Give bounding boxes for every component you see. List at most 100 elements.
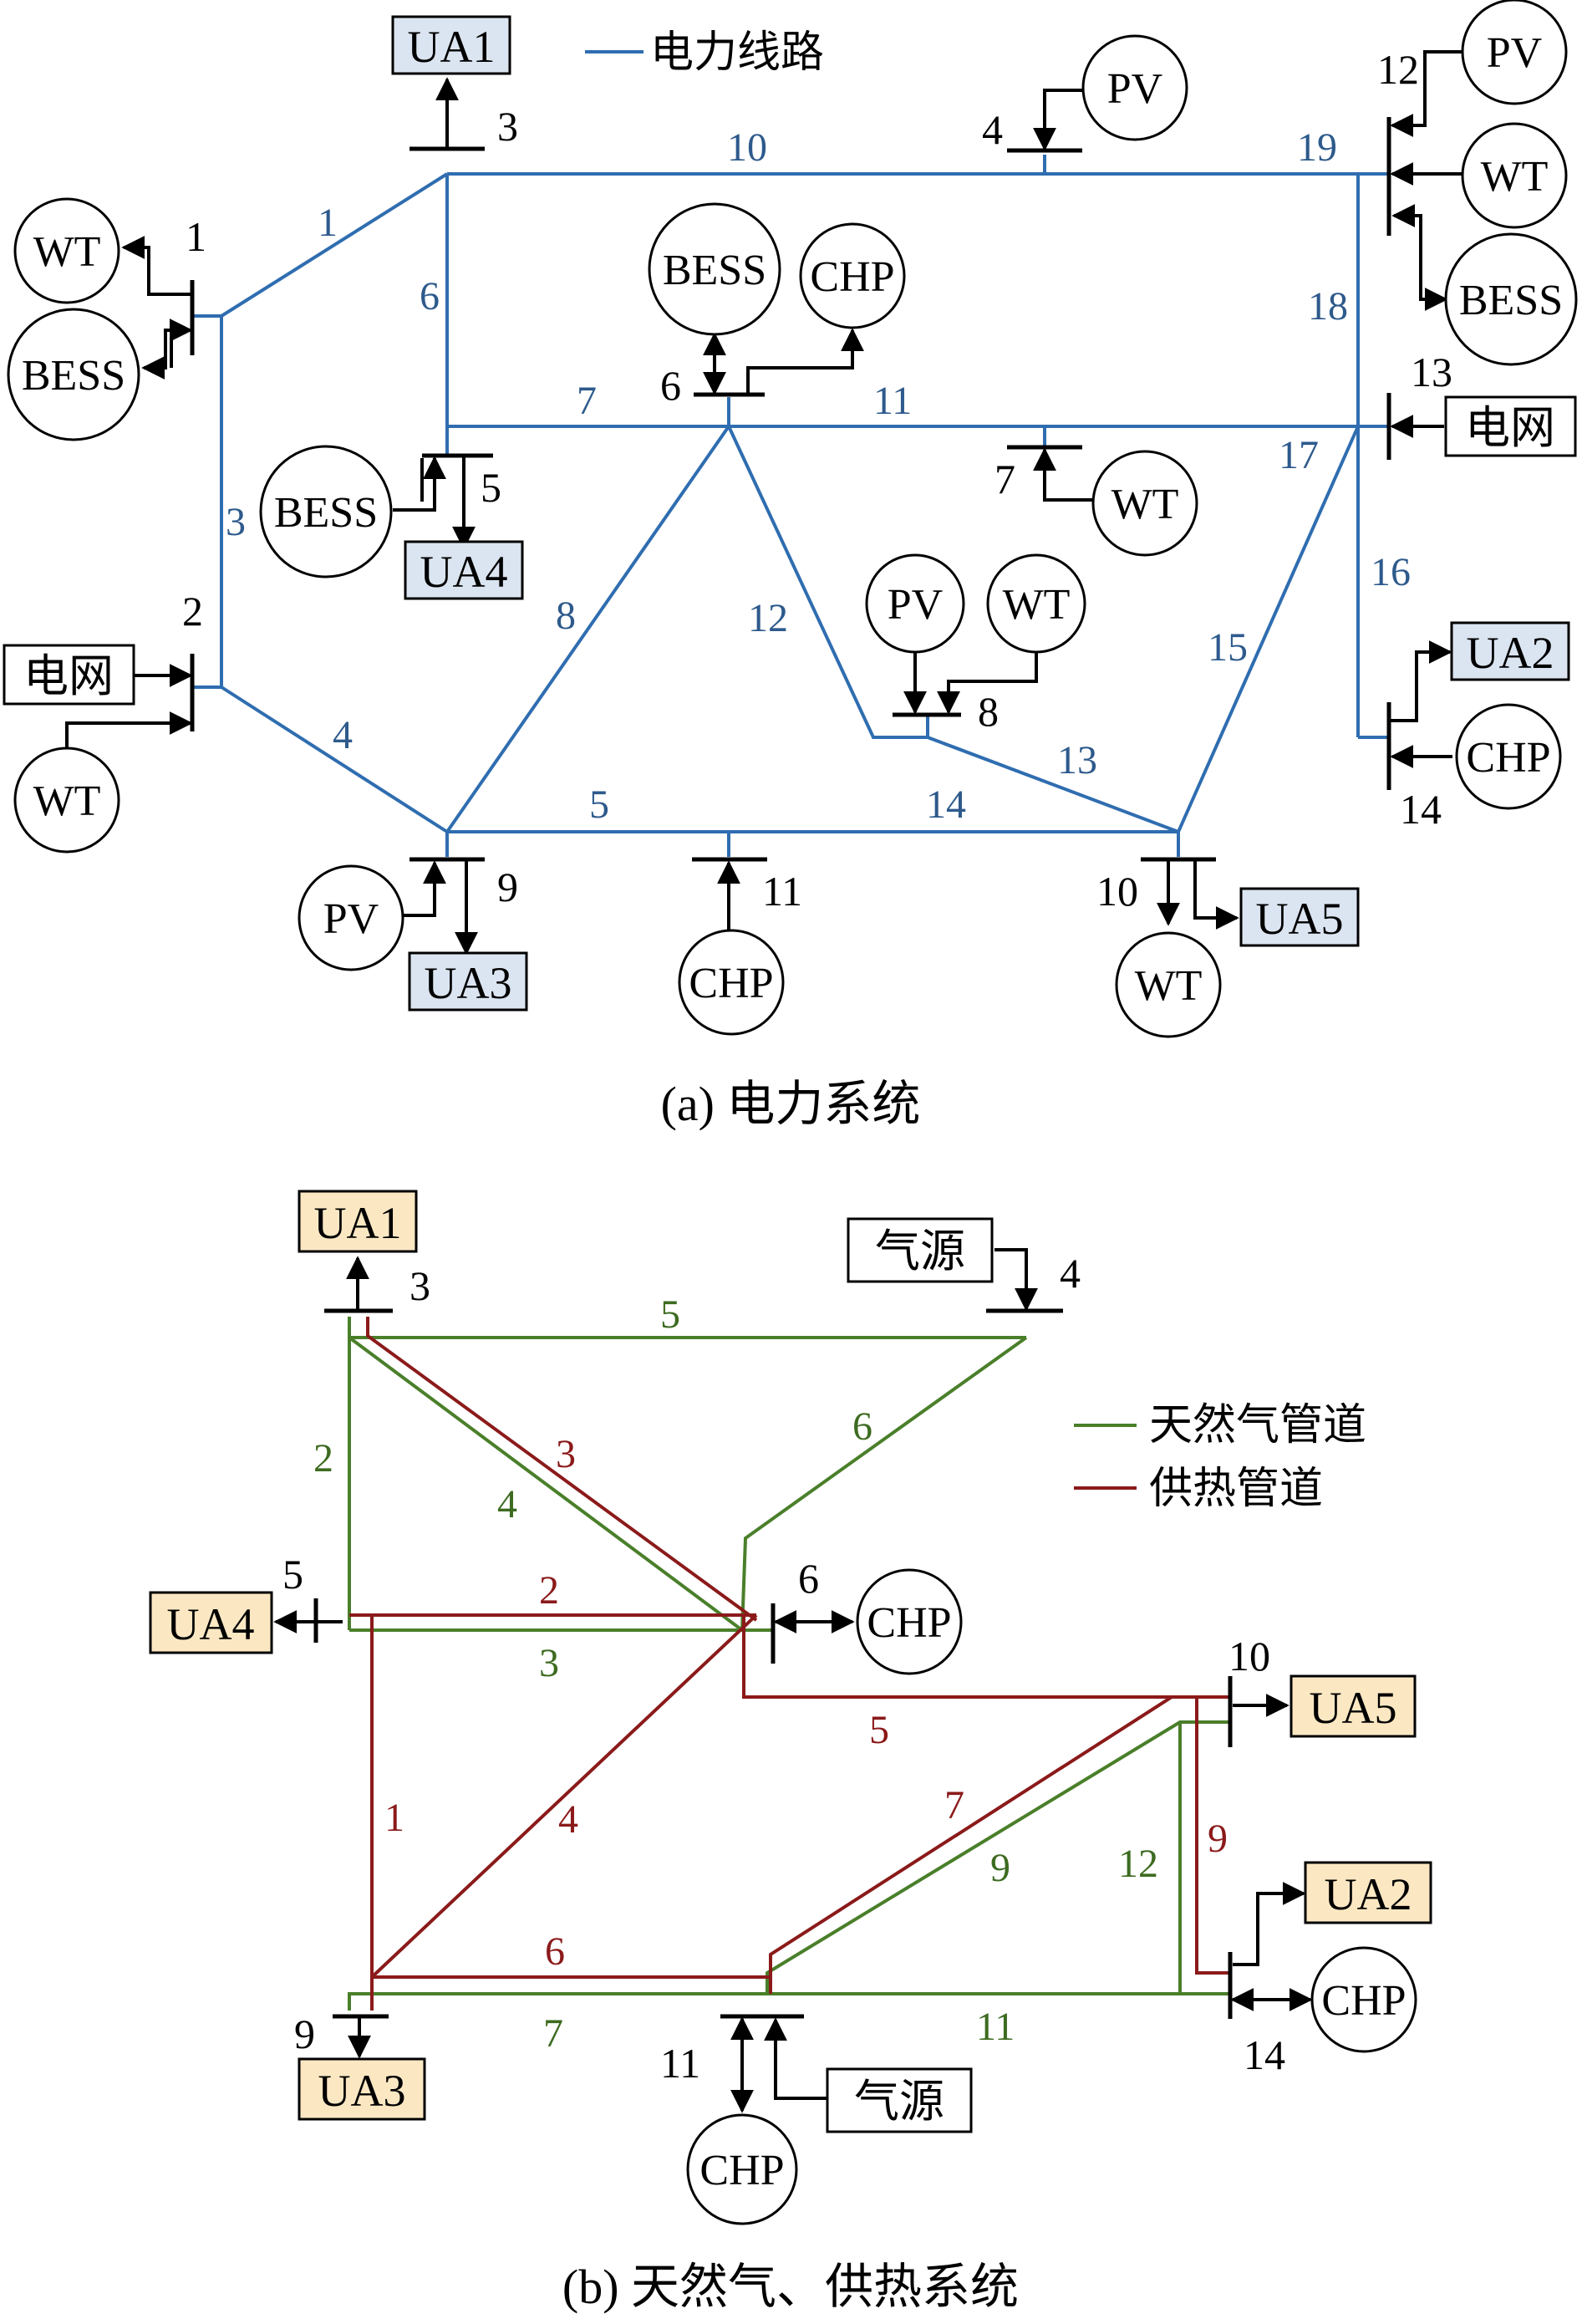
gas-heat-caption: (b) 天然气、供热系统	[562, 2260, 1019, 2314]
power-line-num-13: 13	[1057, 738, 1097, 782]
gas-pipe-num-9: 9	[990, 1846, 1010, 1890]
power-line-num-11: 11	[873, 379, 912, 423]
power-connectors	[65, 50, 1462, 956]
gas-pipe-num-3: 3	[539, 1641, 559, 1685]
power-line-1	[220, 172, 449, 318]
heat-pipe-num-6: 6	[545, 1929, 565, 1974]
bess-node1-label: BESS	[22, 352, 125, 400]
ua4-box-gh	[149, 1591, 273, 1654]
heat-pipe-num-1: 1	[384, 1796, 404, 1840]
bess-node12	[1444, 232, 1578, 366]
gas-pipe-num-4: 4	[497, 1482, 517, 1526]
arrow-source-node11	[764, 2017, 827, 2100]
gas-heat-connectors	[273, 1248, 1313, 2113]
chp-node11	[678, 929, 785, 1036]
gh-node-14: 14	[1244, 2031, 1285, 2078]
power-grid-boxes	[3, 395, 1577, 706]
gh-node-11: 11	[660, 2040, 700, 2087]
power-system: 电力线路	[3, 0, 1578, 1131]
arrow-wt-node1	[121, 236, 192, 296]
chp-node11-label: CHP	[689, 960, 773, 1007]
wt-node1-label: WT	[33, 228, 101, 276]
pv-node12	[1461, 0, 1568, 105]
ua2-label-gh: UA2	[1325, 1869, 1412, 1919]
power-line-num-3: 3	[226, 500, 246, 544]
heat-pipe-4	[370, 1613, 758, 1979]
chp-node14-gh	[1310, 1946, 1417, 2053]
arrow-wt-node8	[937, 652, 1038, 715]
wt-node1	[13, 197, 120, 304]
gh-node-5: 5	[282, 1551, 303, 1598]
heat-pipe-7	[769, 1695, 1173, 1994]
pv-node4-label: PV	[1107, 65, 1162, 113]
power-ua-boxes	[391, 15, 1570, 1012]
ua3-box-power	[408, 951, 528, 1012]
power-line-4	[220, 685, 449, 833]
chp-node11-gh	[686, 2113, 798, 2225]
ua5-label-power: UA5	[1256, 894, 1344, 944]
pv-node8	[865, 553, 965, 654]
wt-node12-label: WT	[1481, 153, 1549, 201]
power-line-num-7: 7	[577, 379, 597, 423]
power-line-num-15: 15	[1208, 625, 1248, 670]
power-node-3: 3	[497, 103, 518, 150]
arrow-node14-ua2	[1233, 1882, 1306, 1966]
power-legend-label: 电力线路	[650, 29, 824, 77]
gas-pipe-num-11: 11	[976, 2005, 1015, 2049]
chp-node11-gh-label: CHP	[699, 2147, 784, 2194]
gas-pipe-num-6: 6	[852, 1404, 872, 1449]
power-line-num-4: 4	[333, 713, 353, 757]
gas-pipes	[348, 1317, 1230, 2011]
power-line-num-6: 6	[420, 274, 440, 319]
arrow-node6-chp	[746, 328, 864, 395]
arrow-wt-node7	[1033, 447, 1095, 502]
heat-pipe-num-9: 9	[1208, 1817, 1228, 1861]
wt-node7	[1091, 450, 1198, 557]
power-line-num-18: 18	[1308, 284, 1348, 329]
power-line-num-14: 14	[926, 782, 966, 827]
heat-pipe-numbers: 1 2 3 4 5 6 7 9	[384, 1432, 1228, 1974]
ua1-label-power: UA1	[408, 22, 496, 72]
wt-node8	[986, 553, 1086, 654]
chp-node14-gh-label: CHP	[1321, 1977, 1406, 2025]
gh-node-10: 10	[1228, 1633, 1270, 1679]
gas-pipe-7-11	[348, 1992, 1230, 2011]
power-node-5: 5	[481, 464, 501, 511]
ua3-label-power: UA3	[425, 958, 512, 1008]
power-line-num-1: 1	[318, 201, 338, 245]
power-node-2: 2	[182, 588, 203, 635]
gas-pipe-num-2: 2	[313, 1436, 333, 1481]
gas-source-label-11: 气源	[854, 2077, 944, 2127]
power-device-circles	[7, 0, 1578, 1038]
power-line-num-10: 10	[727, 125, 767, 170]
chp-node14	[1455, 703, 1562, 810]
power-line-8	[445, 425, 730, 833]
wt-node8-label: WT	[1003, 581, 1071, 629]
bess-node12-label: BESS	[1459, 277, 1563, 324]
arrow-pv-node12	[1390, 50, 1462, 137]
ua4-box-power	[404, 540, 524, 600]
arrow-bess-node1b	[169, 319, 193, 368]
chp-node14-label: CHP	[1466, 734, 1550, 782]
bess-node6-label: BESS	[663, 247, 766, 294]
bess-node5	[259, 445, 393, 578]
power-node-13: 13	[1411, 349, 1452, 395]
ua2-label-power: UA2	[1467, 628, 1554, 678]
chp-node6-gh-label: CHP	[867, 1599, 951, 1647]
pv-node9	[298, 864, 404, 971]
grid-label-node2: 电网	[23, 651, 114, 701]
ua4-label-gh: UA4	[167, 1599, 255, 1649]
ua3-box-gh	[298, 2057, 426, 2121]
wt-node10-label: WT	[1135, 962, 1203, 1010]
ua5-label-gh: UA5	[1310, 1683, 1397, 1733]
pv-node8-label: PV	[888, 581, 943, 629]
power-node-11: 11	[762, 868, 802, 915]
gas-pipe-num-5: 5	[660, 1292, 680, 1337]
chp-node6	[799, 222, 906, 329]
gas-pipe-9	[766, 1720, 1230, 1994]
gas-heat-buses	[313, 1308, 1233, 2019]
wt-node7-label: WT	[1111, 481, 1179, 528]
pv-node12-label: PV	[1487, 29, 1542, 77]
